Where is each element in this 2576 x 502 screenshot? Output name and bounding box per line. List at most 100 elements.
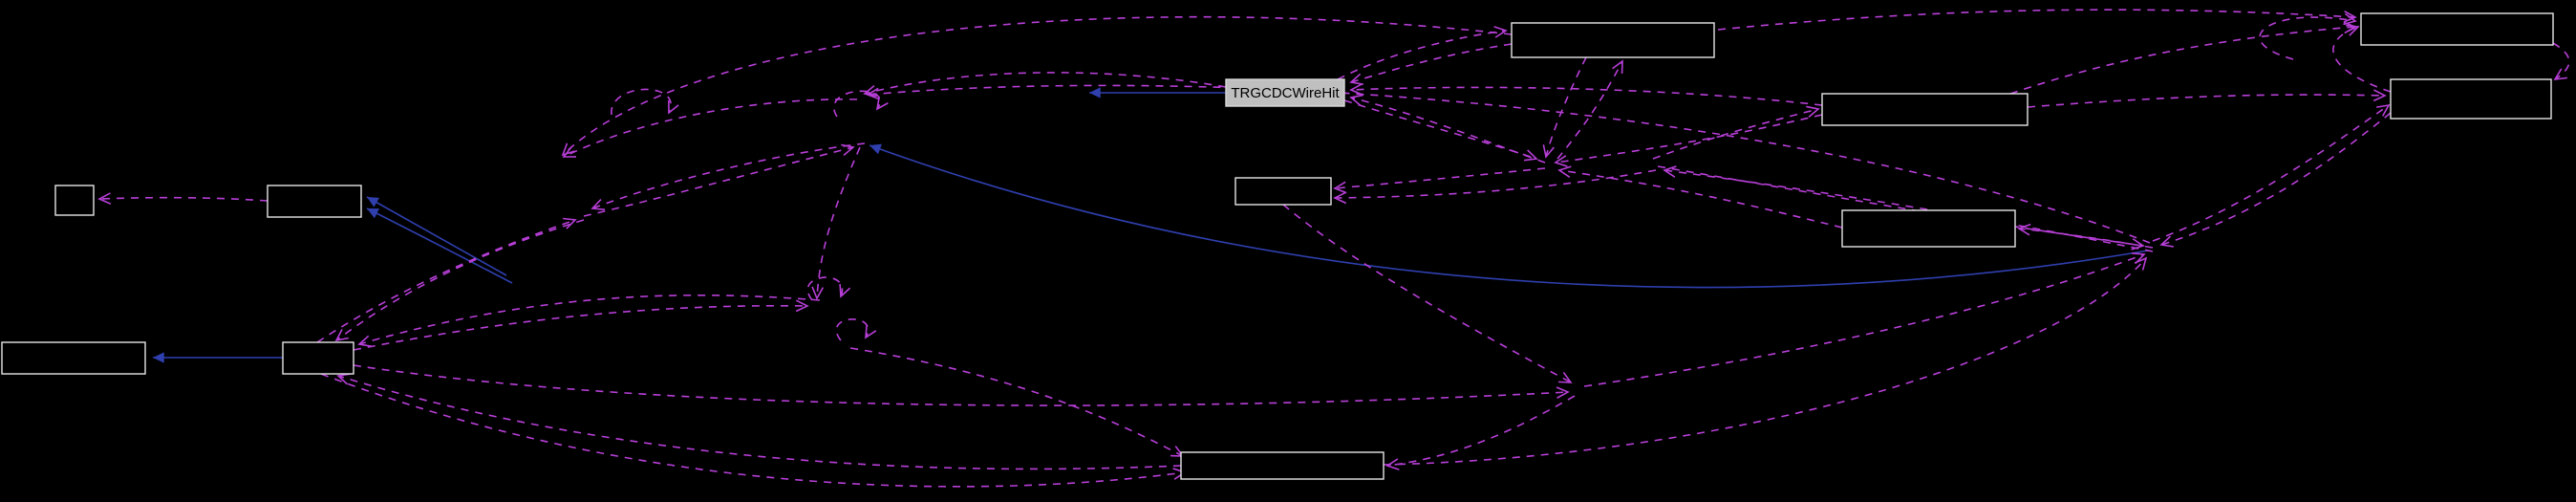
graph-edge-usage xyxy=(2027,94,2386,108)
usage-arrowhead-icon xyxy=(1556,386,1570,399)
usage-arrowhead-icon xyxy=(865,324,877,339)
graph-edge-usage xyxy=(335,219,585,341)
graph-node-box[interactable] xyxy=(1841,209,2016,248)
usage-arrowhead-icon xyxy=(841,143,855,156)
graph-node-box[interactable] xyxy=(1180,451,1385,480)
usage-arrowhead-icon xyxy=(2372,89,2387,102)
usage-arrowhead-icon xyxy=(2134,256,2148,271)
graph-node-box[interactable] xyxy=(2360,12,2554,46)
graph-node-right[interactable] xyxy=(2390,78,2552,120)
usage-arrowhead-icon xyxy=(1349,83,1363,96)
graph-edge-usage xyxy=(2259,16,2356,60)
graph-edge-usage xyxy=(1555,114,1823,164)
usage-arrowhead-icon xyxy=(1349,73,1363,85)
graph-edge-usage xyxy=(1556,60,1623,160)
usage-arrowhead-icon xyxy=(1663,165,1677,178)
graph-node-box[interactable] xyxy=(1234,177,1332,206)
graph-node-label: TRGCDCWireHit xyxy=(1231,85,1340,101)
graph-node-box[interactable] xyxy=(1821,93,2029,126)
graph-edge-usage xyxy=(1383,257,2147,466)
usage-arrowhead-icon xyxy=(811,286,825,300)
inheritance-arrowhead-icon xyxy=(367,197,379,207)
usage-arrowhead-icon xyxy=(2376,103,2391,117)
graph-node-box[interactable] xyxy=(1,341,146,375)
usage-arrowhead-icon xyxy=(2131,252,2146,264)
usage-arrowhead-icon xyxy=(875,97,889,111)
graph-edge-inheritance xyxy=(366,207,513,284)
graph-node-center-small[interactable] xyxy=(1234,177,1332,206)
graph-edge-usage xyxy=(1664,169,2154,252)
graph-edge-usage xyxy=(1652,108,1819,160)
usage-arrowhead-icon xyxy=(1349,94,1363,106)
usage-arrowhead-icon xyxy=(1557,371,1573,383)
usage-arrowhead-icon xyxy=(1385,458,1400,470)
graph-edge-usage xyxy=(864,72,1227,95)
graph-edge-usage xyxy=(806,276,844,301)
graph-node-bottom-left-small[interactable] xyxy=(282,341,354,375)
graph-edge-usage xyxy=(563,98,858,158)
graph-node-box[interactable] xyxy=(267,185,362,218)
usage-arrowhead-icon xyxy=(1542,144,1555,159)
usage-arrowhead-icon xyxy=(1493,26,1508,38)
graph-edge-usage xyxy=(867,84,2151,244)
graph-node-box[interactable] xyxy=(2390,78,2552,120)
usage-arrowhead-icon xyxy=(1333,191,1347,205)
graph-edge-usage xyxy=(849,347,1184,457)
graph-node-box[interactable] xyxy=(282,341,354,375)
inheritance-arrowhead-icon xyxy=(869,143,882,155)
graph-node-box xyxy=(1225,78,1345,107)
usage-arrowhead-icon xyxy=(2159,235,2174,248)
usage-arrowhead-icon xyxy=(1524,149,1538,162)
usage-arrowhead-icon xyxy=(357,335,372,347)
graph-edge-usage xyxy=(1350,43,1513,83)
usage-arrowhead-icon xyxy=(1612,59,1623,75)
graph-edge-usage xyxy=(1545,56,1587,158)
graph-edge-inheritance xyxy=(869,144,2149,289)
graph-node-top-center[interactable] xyxy=(1511,22,1715,58)
usage-arrowhead-icon xyxy=(590,199,606,210)
inheritance-arrowhead-icon xyxy=(153,352,164,363)
usage-arrowhead-icon xyxy=(2343,10,2357,23)
usage-arrowhead-icon xyxy=(562,217,577,229)
graph-edge-usage xyxy=(1350,86,1823,106)
usage-arrowhead-icon xyxy=(795,299,809,313)
graph-edge-usage xyxy=(358,294,821,345)
usage-arrowhead-icon xyxy=(2553,68,2568,81)
inheritance-arrowhead-icon xyxy=(1089,87,1101,98)
graph-node-left-tiny[interactable] xyxy=(54,185,95,216)
graph-edge-usage xyxy=(611,88,672,116)
graph-edge-usage xyxy=(320,373,1186,488)
graph-node-box[interactable] xyxy=(1511,22,1715,58)
graph-edge-usage xyxy=(2552,42,2570,80)
graph-edge-usage xyxy=(2152,104,2390,242)
graph-node-box[interactable] xyxy=(54,185,95,216)
graph-edge-usage xyxy=(98,196,268,202)
graph-node-bottom-center[interactable] xyxy=(1180,451,1385,480)
usage-arrowhead-icon xyxy=(562,146,577,158)
graph-edge-usage xyxy=(835,318,869,341)
graph-node-trgcdcwirehit: TRGCDCWireHit xyxy=(1225,78,1345,107)
usage-arrowhead-icon xyxy=(1554,155,1568,167)
graph-node-top-right[interactable] xyxy=(2360,12,2554,46)
usage-arrowhead-icon xyxy=(839,283,851,298)
graph-edge-usage xyxy=(2160,112,2392,246)
graph-edge-usage xyxy=(2009,26,2356,95)
usage-arrowhead-icon xyxy=(863,84,877,98)
graph-edge-usage xyxy=(353,364,1569,406)
inheritance-arrowhead-icon xyxy=(367,208,379,219)
graph-edge-usage xyxy=(353,305,808,351)
graph-edge-usage xyxy=(1337,30,1507,80)
graph-node-mid-right[interactable] xyxy=(1841,209,2016,248)
graph-edge-usage xyxy=(1386,395,1576,467)
graph-edge-usage xyxy=(583,146,854,217)
graph-edge-usage xyxy=(1558,169,1843,229)
graph-node-left-small[interactable] xyxy=(267,185,362,218)
graph-edge-inheritance xyxy=(366,196,507,276)
graph-node-upper-right[interactable] xyxy=(1821,93,2029,126)
graph-edge-usage xyxy=(591,142,866,209)
graph-node-bottom-left-wide[interactable] xyxy=(1,341,146,375)
graph-edge-usage xyxy=(1282,204,1572,383)
usage-arrowhead-icon xyxy=(2017,223,2031,236)
usage-arrowhead-icon xyxy=(668,99,679,115)
